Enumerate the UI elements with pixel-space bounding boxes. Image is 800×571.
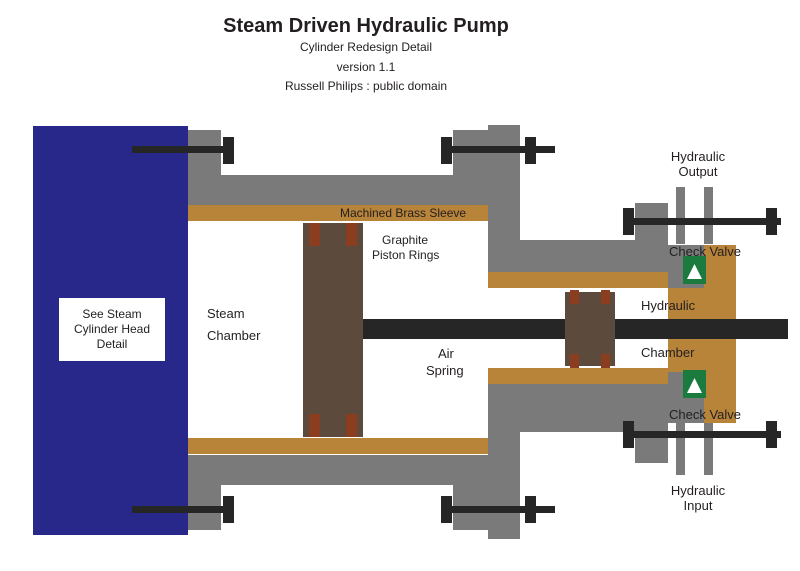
input-pipe-left [676,422,685,475]
steam-label: Steam [207,306,245,321]
cylinder-wall-top [188,175,488,205]
piston-ring-1 [309,223,320,246]
steam-head-note-line3: Detail [96,337,128,351]
spring-label: Spring [426,363,464,378]
air-label: Air [438,346,454,361]
bolt-6-nut [766,421,777,448]
diagram-credit: Russell Philips : public domain [284,79,448,93]
hydraulic-head-bottom-flange [635,423,668,463]
bolt-1 [132,146,230,153]
diagram-version: version 1.1 [336,60,396,74]
steam-piston [303,223,363,437]
bolt-5-nut [766,208,777,235]
input-pipe-right [704,422,713,475]
hydraulic-label: Hydraulic [641,298,696,313]
diagram-subtitle: Cylinder Redesign Detail [299,40,433,54]
graphite-label: Graphite [382,233,429,247]
steam-head-note-line2: Cylinder Head [73,322,151,336]
hydraulic-ring-1 [570,290,579,304]
output-pipe-left [676,187,685,244]
bolt-5 [623,218,781,225]
steam-chamber-label: Chamber [207,328,261,343]
bolt-4-head [441,496,452,523]
hydraulic-sleeve-top [488,272,668,288]
check-valve-bottom-label: Check Valve [669,407,742,422]
cylinder-flange-top-right [453,130,488,205]
hydraulic-piston [565,292,615,366]
steam-head-note-line1: See Steam [82,307,142,321]
hydraulic-ring-3 [570,354,579,368]
bolt-4 [441,506,555,513]
hydraulic-input-line2: Input [683,498,713,513]
cylinder-wall-bottom [188,455,488,485]
bolt-4-nut [525,496,536,523]
bolt-6-head [623,421,634,448]
piston-ring-2 [346,223,357,246]
bolt-3 [132,506,230,513]
bolt-2 [441,146,555,153]
bolt-1-head [223,137,234,164]
brass-sleeve-bottom [188,438,488,454]
bolt-2-nut [525,137,536,164]
check-valve-bottom-arrow [687,378,702,393]
bolt-2-head [441,137,452,164]
bolt-3-head [223,496,234,523]
hydraulic-ring-4 [601,354,610,368]
bolt-6 [623,431,781,438]
hydraulic-input-line1: Hydraulic [670,483,726,498]
brass-sleeve-label: Machined Brass Sleeve [340,206,467,220]
piston-rings-label: Piston Rings [372,248,440,262]
piston-ring-3 [309,414,320,437]
cylinder-flange-bottom-right [453,455,488,530]
brass-sleeve-top [188,205,488,221]
hydraulic-output-line2: Output [678,164,718,179]
check-valve-top-label: Check Valve [669,244,742,259]
diagram-title: Steam Driven Hydraulic Pump [223,15,509,37]
bolt-5-head [623,208,634,235]
hydraulic-chamber-label: Chamber [641,345,695,360]
steam-head-note: See Steam Cylinder Head Detail [59,298,165,361]
hydraulic-sleeve-bottom [488,368,668,384]
piston-ring-4 [346,414,357,437]
hydraulic-ring-2 [601,290,610,304]
check-valve-top-arrow [687,264,702,279]
hydraulic-output-line1: Hydraulic [670,149,726,164]
output-pipe-right [704,187,713,244]
